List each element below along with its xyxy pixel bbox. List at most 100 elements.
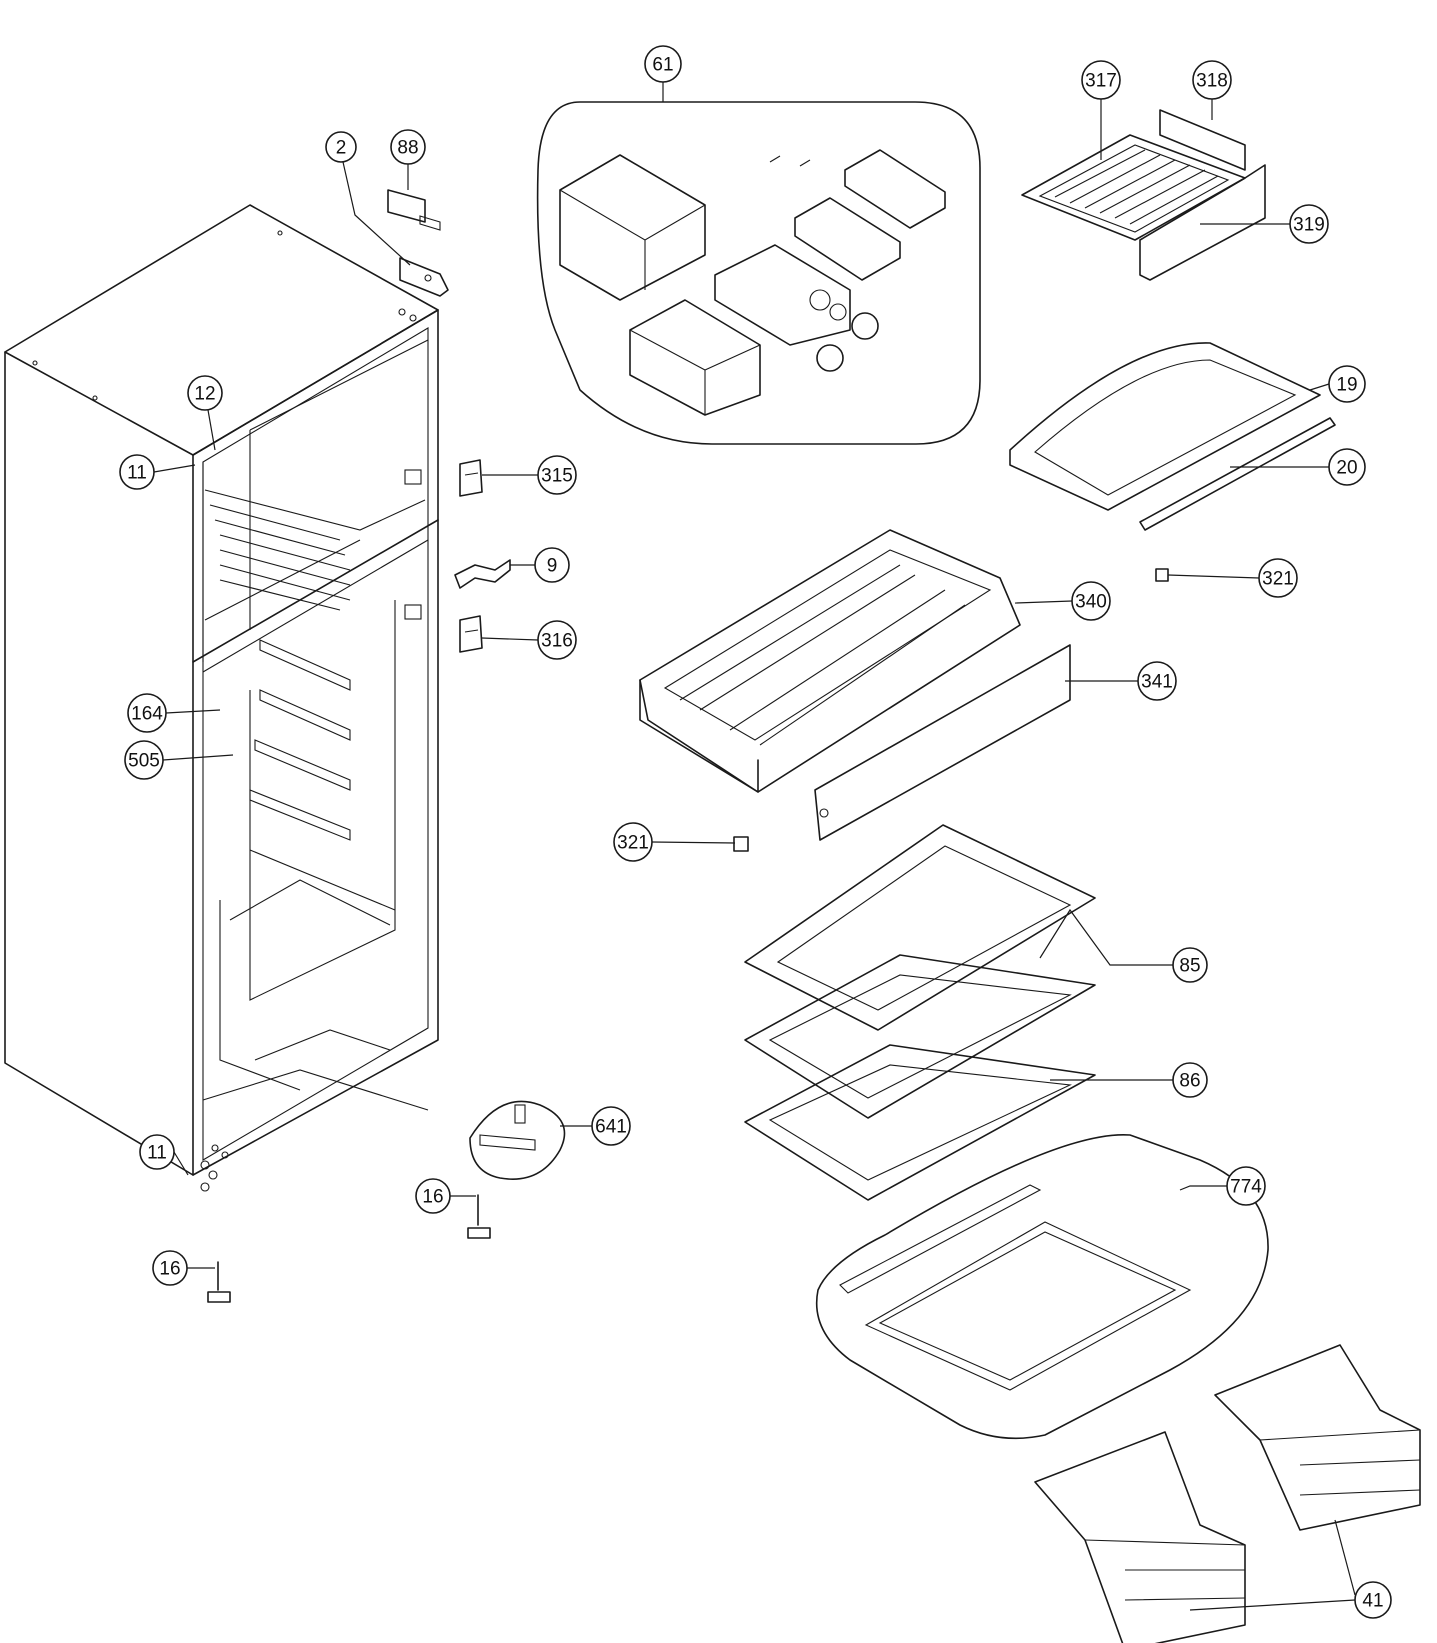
callout-11b: 11: [139, 1134, 175, 1170]
callout-16a: 16: [415, 1178, 451, 1214]
callout-label: 41: [1362, 1591, 1383, 1612]
callout-circle: [537, 620, 577, 660]
freezer-glass-shelf: [1009, 342, 1336, 531]
part-316: [459, 615, 483, 653]
leader-line: [1039, 908, 1173, 966]
leader-line: [1179, 1185, 1227, 1191]
callout-label: 315: [541, 466, 573, 487]
glass-shelf-lower: [744, 1044, 1096, 1201]
callout-label: 20: [1336, 458, 1357, 479]
hinge-cap: [387, 189, 441, 231]
callout-circle: [1226, 1166, 1266, 1206]
callout-label: 340: [1075, 592, 1107, 613]
ice-section-group: [536, 101, 981, 445]
leader-line: [153, 464, 196, 473]
callout-85: 85: [1172, 947, 1208, 983]
callout-circle: [187, 375, 223, 411]
part-9: [454, 559, 511, 589]
leader-line: [651, 841, 736, 844]
leveling-foot-lower: [207, 1261, 231, 1303]
callout-circle: [1328, 365, 1366, 403]
callout-label: 2: [336, 138, 347, 159]
callout-319: 319: [1289, 204, 1329, 244]
leader-line: [1309, 383, 1330, 391]
callout-circle: [644, 45, 682, 83]
callout-circle: [1289, 204, 1329, 244]
callout-11a: 11: [119, 454, 155, 490]
part-315: [459, 459, 483, 497]
callout-20: 20: [1328, 448, 1366, 486]
callout-label: 11: [147, 1143, 167, 1164]
callout-315: 315: [537, 455, 577, 495]
callout-88: 88: [390, 129, 426, 165]
callout-circle: [534, 547, 570, 583]
callout-164: 164: [127, 693, 167, 733]
door-hinge: [469, 1100, 566, 1180]
callout-label: 9: [547, 556, 558, 577]
leader-line: [207, 409, 216, 451]
glass-shelf-middle: [744, 954, 1096, 1119]
callout-505: 505: [124, 740, 164, 780]
callout-circle: [127, 693, 167, 733]
callout-circle: [537, 455, 577, 495]
drawer-cover: [814, 644, 1071, 841]
callout-circle: [325, 131, 357, 163]
callout-label: 318: [1196, 71, 1228, 92]
leader-line: [1167, 574, 1260, 579]
callout-317: 317: [1081, 60, 1121, 100]
leader-line: [1014, 600, 1073, 604]
clip-321-lower: [733, 836, 749, 852]
leader-line: [481, 637, 539, 641]
callout-19: 19: [1328, 365, 1366, 403]
crisper-drawer-right: [1214, 1344, 1421, 1531]
callout-label: 321: [1262, 569, 1294, 590]
callout-16b: 16: [152, 1250, 188, 1286]
refrigerator-cabinet: [4, 204, 439, 1192]
callout-circle: [124, 740, 164, 780]
callout-316: 316: [537, 620, 577, 660]
callout-label: 11: [127, 463, 147, 484]
callout-340: 340: [1071, 581, 1111, 621]
callout-label: 164: [131, 704, 163, 725]
callout-label: 16: [422, 1187, 443, 1208]
callout-circle: [415, 1178, 451, 1214]
leader-line: [162, 754, 234, 761]
leader-line: [1189, 1599, 1356, 1611]
leader-line: [1334, 1519, 1356, 1596]
callout-circle: [119, 454, 155, 490]
callout-circle: [613, 822, 653, 862]
callout-label: 321: [617, 833, 649, 854]
callout-641: 641: [591, 1106, 631, 1146]
callout-774: 774: [1226, 1166, 1266, 1206]
callout-circle: [1172, 947, 1208, 983]
callout-circle: [1328, 448, 1366, 486]
crisper-drawer-left: [1034, 1431, 1246, 1643]
callout-circle: [1172, 1062, 1208, 1098]
callout-circle: [591, 1106, 631, 1146]
clip-321-upper: [1155, 568, 1169, 582]
callout-label: 85: [1179, 956, 1200, 977]
callout-circle: [1354, 1581, 1392, 1619]
callout-label: 88: [397, 138, 418, 159]
callout-label: 16: [159, 1259, 180, 1280]
callout-circle: [1192, 60, 1232, 100]
callout-label: 774: [1230, 1177, 1262, 1198]
callout-circle: [390, 129, 426, 165]
callout-circle: [139, 1134, 175, 1170]
callout-2: 2: [325, 131, 357, 163]
top-hinge: [399, 257, 449, 297]
callout-circle: [1137, 661, 1177, 701]
callout-86: 86: [1172, 1062, 1208, 1098]
leader-line: [342, 161, 411, 266]
leader-lines: [153, 82, 1356, 1611]
callout-label: 12: [194, 384, 215, 405]
callout-41: 41: [1354, 1581, 1392, 1619]
callout-circle: [1081, 60, 1121, 100]
freezer-shelf-assembly: [1021, 109, 1266, 281]
callout-318: 318: [1192, 60, 1232, 100]
callout-label: 319: [1293, 215, 1325, 236]
freezer-drawer: [639, 529, 1021, 793]
callout-label: 505: [128, 751, 160, 772]
callout-label: 19: [1336, 375, 1357, 396]
